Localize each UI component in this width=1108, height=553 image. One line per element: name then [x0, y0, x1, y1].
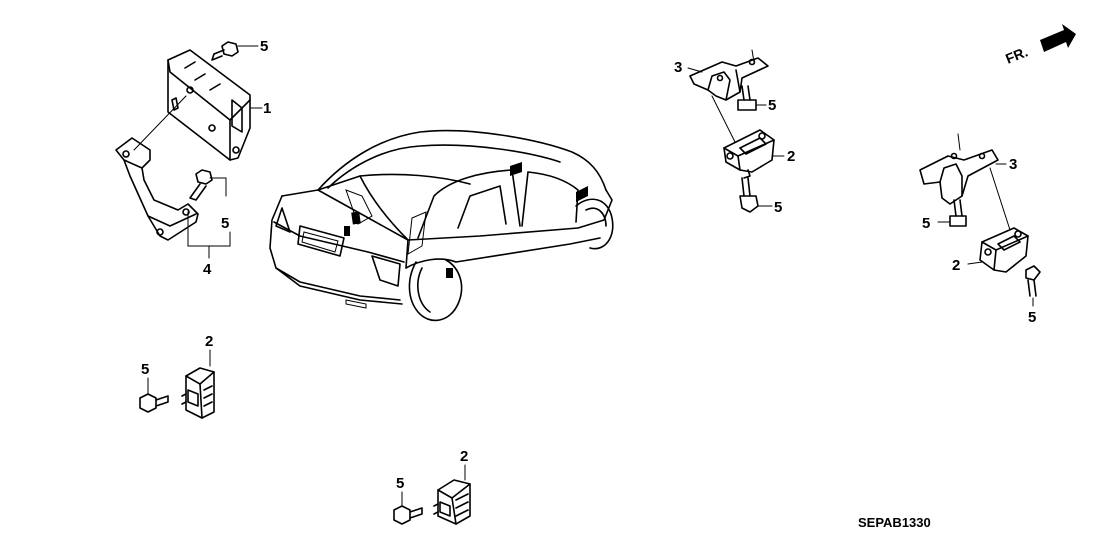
leader-unit-bracket [133, 95, 187, 151]
vehicle-sensor-markers [344, 162, 588, 278]
callout-sensor-r-bolt-left-5: 5 [922, 215, 930, 232]
callout-sensor-r-3: 3 [1009, 156, 1017, 173]
front-direction-indicator: FR. [1003, 24, 1076, 67]
sensor-r-right-bolt [1025, 265, 1041, 307]
callout-sensor-tr-bolt-upper-5: 5 [768, 97, 776, 114]
callout-sensor-bl-bolt-5: 5 [141, 361, 149, 378]
front-direction-arrow-icon [1040, 24, 1076, 52]
callout-sensor-tr-3: 3 [674, 59, 682, 76]
srs-unit-bolt [211, 41, 259, 61]
sensor-tr-lower-bolt [739, 177, 773, 213]
sensor-top-right [723, 129, 775, 179]
callout-sensor-bc-2: 2 [460, 448, 468, 465]
callout-sensor-bc-bolt-5: 5 [396, 475, 404, 492]
sensor-bc-bolt [393, 505, 423, 525]
callout-bracket-bolt-5: 5 [221, 215, 229, 232]
callout-sensor-r-2: 2 [952, 257, 960, 274]
callout-sensor-tr-2: 2 [787, 148, 795, 165]
callout-sensor-r-bolt-right-5: 5 [1028, 309, 1036, 326]
sensor-right [979, 227, 1029, 273]
sensor-bottom-center [433, 479, 471, 525]
sensor-bottom-left [181, 367, 215, 419]
callout-sensor-bl-2: 2 [205, 333, 213, 350]
vehicle-outline [269, 129, 614, 322]
diagram-code: SEPAB1330 [858, 515, 931, 530]
callout-sensor-tr-bolt-lower-5: 5 [774, 199, 782, 216]
srs-unit-bracket [115, 137, 199, 241]
sensor-r-left-bolt [937, 199, 967, 227]
callout-unit-bolt-5: 5 [260, 38, 268, 55]
bracket-bolt [189, 169, 227, 201]
sensor-bracket-right [919, 133, 999, 205]
srs-control-unit [167, 49, 251, 161]
sensor-tr-upper-bolt [737, 85, 767, 111]
callout-unit-1: 1 [263, 100, 271, 117]
front-direction-label: FR. [1003, 43, 1030, 66]
sensor-bl-bolt [139, 393, 169, 413]
sensor-bracket-top-right [689, 49, 769, 101]
callout-bracket-4: 4 [203, 261, 212, 278]
